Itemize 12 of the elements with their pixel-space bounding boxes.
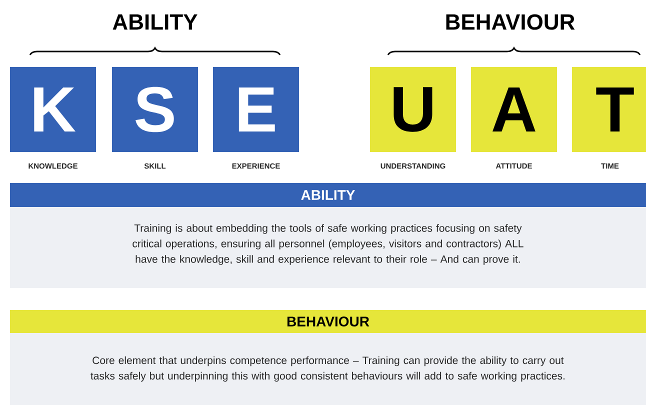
letter-box: T [572, 67, 646, 152]
letter-box: K [10, 67, 96, 152]
group-heading: BEHAVIOUR [446, 14, 575, 30]
letter-box: A [471, 67, 557, 152]
group-heading: ABILITY [112, 14, 198, 30]
letter-box: E [213, 67, 299, 152]
text-panel: BEHAVIOUR Core element that underpins competence performance – Training can provide the ability to carry out tasks safely but underpinning this with good consistent behaviours will add to safe working practices. [10, 310, 646, 405]
node-label: BEHAVIOUR [287, 316, 370, 326]
letter-box: U [370, 67, 456, 152]
node-label: ABILITY [301, 190, 355, 200]
letter-box: S [112, 67, 198, 152]
text-panel: ABILITY Training is about embedding the tools of safe working practices focusing on safety critical operations, ensuring all personnel (employees, visitors and contractors) ALL have the knowledge, skill and experience relevant to their role – And can prove it. [10, 183, 646, 288]
